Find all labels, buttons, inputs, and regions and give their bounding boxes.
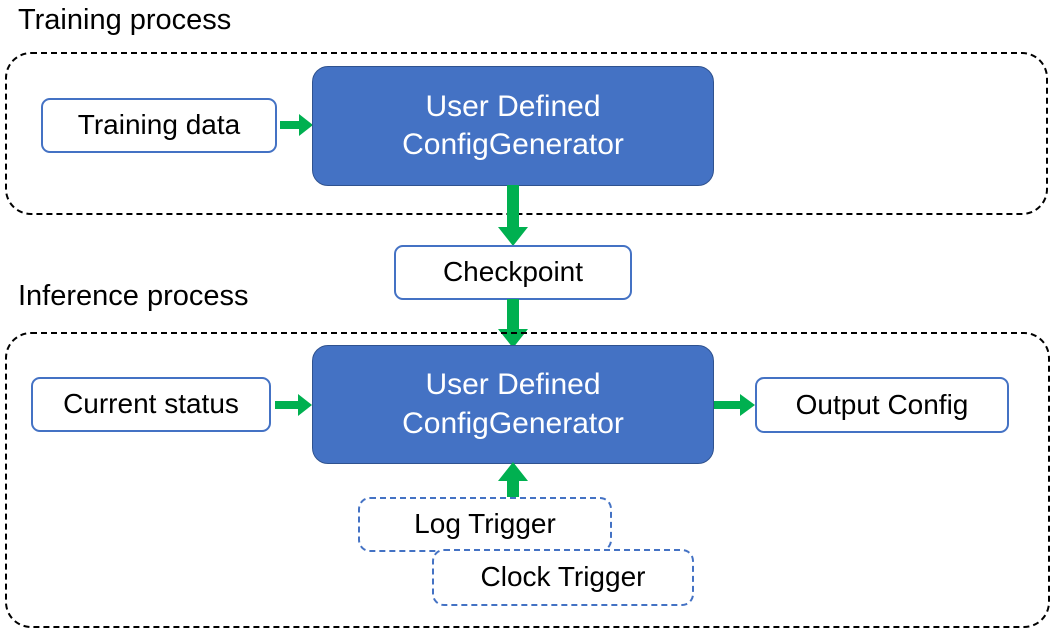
training-process-label: Training process	[18, 4, 232, 36]
inference-config-generator-box[interactable]: User Defined ConfigGenerator	[312, 345, 714, 464]
arrow-checkpoint-to-inference-generator	[497, 299, 529, 349]
arrow-log-trigger-to-generator	[497, 462, 529, 504]
generator-line-2: ConfigGenerator	[402, 128, 624, 161]
generator-line-1: User Defined	[425, 368, 601, 402]
arrow-training-data-to-generator	[280, 111, 314, 139]
training-process-container	[5, 52, 1048, 215]
generator-line-2: ConfigGenerator	[402, 406, 624, 440]
arrow-generator-to-output-config	[714, 391, 756, 419]
generator-line-1: User Defined	[425, 89, 601, 123]
checkpoint-box[interactable]: Checkpoint	[394, 245, 632, 300]
log-trigger-box[interactable]: Log Trigger	[358, 497, 612, 552]
arrow-generator-to-checkpoint	[497, 185, 529, 247]
training-data-box[interactable]: Training data	[41, 98, 277, 153]
clock-trigger-box[interactable]: Clock Trigger	[432, 549, 694, 606]
output-config-box[interactable]: Output Config	[755, 377, 1009, 433]
current-status-box[interactable]: Current status	[31, 377, 271, 432]
training-config-generator-box[interactable]: User Defined ConfigGenerator	[312, 66, 714, 186]
arrow-current-status-to-generator	[275, 391, 313, 419]
inference-process-container	[5, 332, 1050, 628]
inference-process-label: Inference process	[18, 280, 249, 312]
